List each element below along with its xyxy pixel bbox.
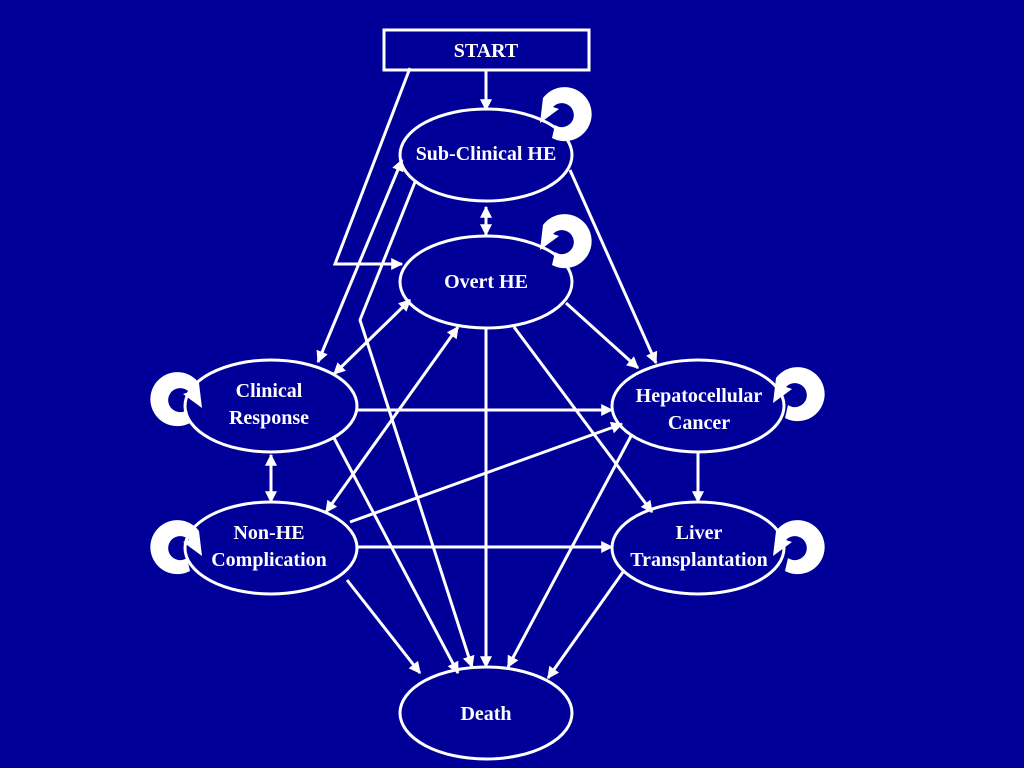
node-non-he-complication-ellipse (183, 500, 359, 596)
node-liver-transplantation-ellipse (610, 500, 786, 596)
node-clinical-response-label-line1: Clinical (236, 380, 303, 402)
node-hepatocellular-cancer: Hepatocellular Cancer (610, 358, 786, 454)
node-clinical-response-label-line2: Response (229, 407, 309, 429)
node-subclinical-he-label: Sub-Clinical HE (416, 143, 557, 165)
edge-overt-he-to-liver-transplantation (512, 326, 654, 513)
self-loop-liver-transplantation-icon (773, 520, 825, 575)
self-loop-overt-he-icon (540, 214, 592, 269)
node-non-he-complication: Non-HE Complication (183, 500, 359, 596)
self-loop-hepatocellular-cancer-icon (773, 367, 825, 422)
node-liver-transplantation-label-line1: Liver (676, 522, 723, 544)
node-non-he-complication-label-line2: Complication (211, 549, 327, 571)
node-death-label: Death (460, 703, 511, 725)
node-liver-transplantation: Liver Transplantation (610, 500, 786, 596)
node-clinical-response: Clinical Response (183, 358, 359, 454)
node-start: START (382, 28, 591, 72)
node-hepatocellular-cancer-label-line2: Cancer (668, 412, 730, 434)
edges-layer (265, 67, 704, 679)
edge-liver-transplantation-to-death (546, 571, 625, 679)
node-clinical-response-ellipse (183, 358, 359, 454)
self-loop-clinical-response-icon (150, 372, 202, 427)
node-overt-he-ellipse (398, 234, 574, 330)
edge-subclinical-he-to-hepatocellular-cancer (568, 169, 658, 365)
node-start-label: START (454, 40, 519, 62)
node-liver-transplantation-label-line2: Transplantation (630, 549, 767, 571)
node-hepatocellular-cancer-label-line1: Hepatocellular (636, 385, 763, 407)
edge-subclinical-he-to-clinical-response (316, 158, 404, 364)
node-overt-he: Overt HE (398, 234, 574, 330)
self-loops (150, 87, 825, 575)
node-death: Death (398, 665, 574, 761)
node-death-ellipse (398, 665, 574, 761)
node-overt-he-label: Overt HE (444, 271, 528, 293)
edge-overt-he-to-non-he-complication (324, 326, 460, 513)
node-hepatocellular-cancer-ellipse (610, 358, 786, 454)
node-non-he-complication-label-line1: Non-HE (233, 522, 304, 544)
edge-clinical-response-to-death (332, 437, 460, 675)
edge-non-he-complication-to-death (345, 579, 422, 674)
self-loop-subclinical-he-icon (540, 87, 592, 142)
edge-hepatocellular-cancer-to-death (506, 435, 633, 669)
edge-overt-he-to-hepatocellular-cancer (564, 301, 640, 370)
node-subclinical-he: Sub-Clinical HE (398, 107, 574, 203)
edge-overt-he-to-clinical-response (332, 298, 412, 376)
node-subclinical-he-ellipse (398, 107, 574, 203)
edge-non-he-complication-to-hepatocellular-cancer (349, 422, 624, 524)
node-start-box (382, 28, 591, 72)
